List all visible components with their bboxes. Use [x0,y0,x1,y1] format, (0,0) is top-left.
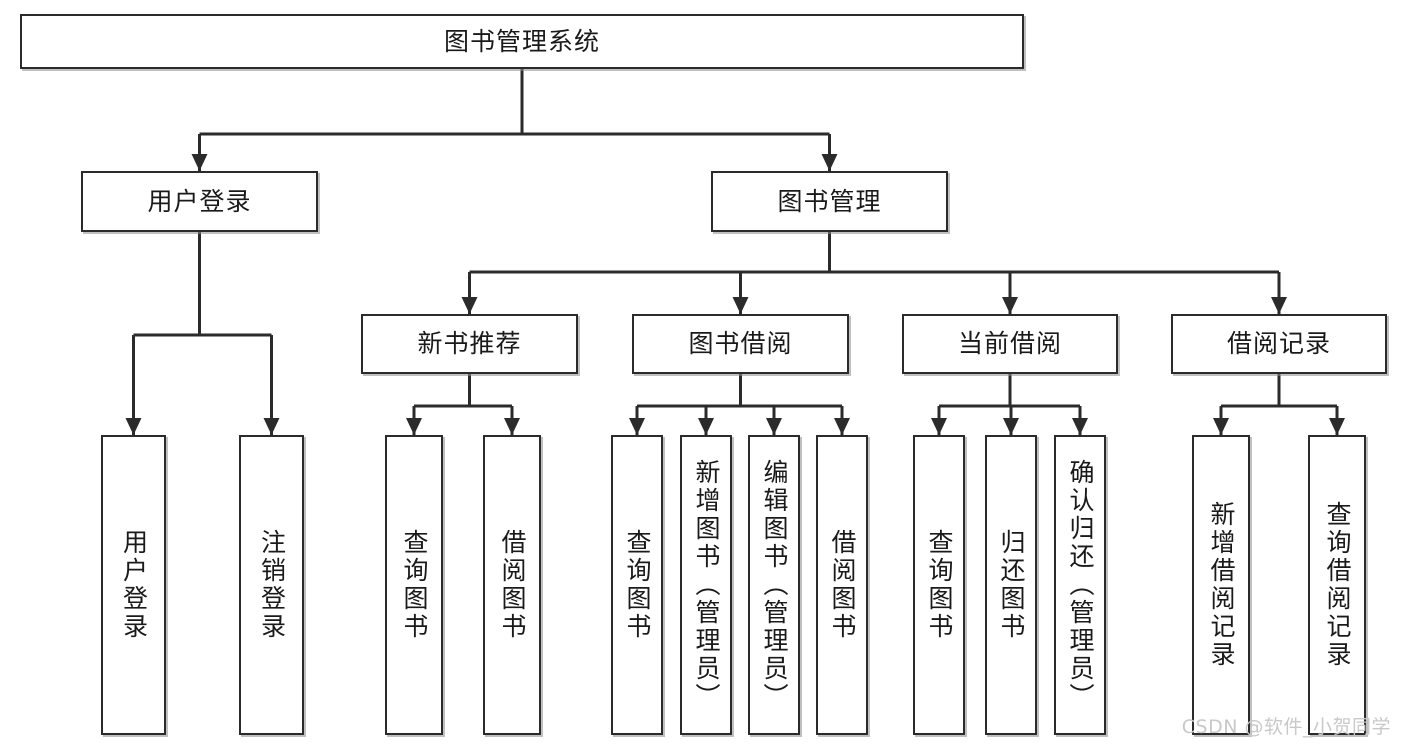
node-label: 图书借阅 [688,329,793,359]
node-label: 查询图书 [623,529,652,641]
node-leaf-cur-confirm[interactable]: 确认归还（管理员） [1054,435,1106,735]
connector-arrowhead [263,418,280,435]
connector-arrowhead [698,418,714,435]
node-label: 图书管理 [777,186,882,216]
connector-arrowhead [766,418,782,435]
node-leaf-borrow-query[interactable]: 查询图书 [611,435,663,735]
connector-arrowhead [1072,418,1088,435]
connector-arrowhead [931,418,947,435]
node-leaf-rec-query[interactable]: 查询借阅记录 [1308,435,1366,735]
node-newbook[interactable]: 新书推荐 [361,314,578,374]
node-label: 编辑图书（管理员） [760,459,789,711]
connector-arrowhead [406,418,422,435]
node-leaf-user-logout[interactable]: 注销登录 [239,435,304,735]
node-leaf-new-borrow[interactable]: 借阅图书 [483,435,541,735]
node-label: 查询借阅记录 [1323,501,1352,669]
node-borrow[interactable]: 图书借阅 [632,314,849,374]
node-records[interactable]: 借阅记录 [1171,314,1387,374]
node-leaf-user-login[interactable]: 用户登录 [101,435,166,735]
node-bookmgmt[interactable]: 图书管理 [711,171,948,232]
connector-arrowhead [1213,418,1229,435]
node-leaf-borrow-add[interactable]: 新增图书（管理员） [680,435,732,735]
node-label: 图书管理系统 [443,26,600,56]
node-label: 归还图书 [997,529,1026,641]
node-current[interactable]: 当前借阅 [902,314,1118,374]
node-label: 注销登录 [257,529,287,641]
connector-arrowhead [1329,418,1345,435]
connector-arrowhead [125,418,142,435]
node-leaf-cur-return[interactable]: 归还图书 [985,435,1037,735]
connector-arrowhead [1271,297,1287,314]
node-label: 查询图书 [400,529,429,641]
watermark: CSDN @软件_小贺同学 [1181,716,1391,738]
connector-arrowhead [461,297,478,314]
connector-arrowhead [504,418,520,435]
connector-arrowhead [629,418,645,435]
node-label: 新增图书（管理员） [692,459,721,711]
node-label: 确认归还（管理员） [1066,459,1095,711]
node-leaf-new-query[interactable]: 查询图书 [385,435,443,735]
connector-arrowhead [821,154,838,171]
node-leaf-cur-query[interactable]: 查询图书 [913,435,965,735]
connector-arrowhead [834,418,850,435]
node-label: 借阅记录 [1226,329,1331,359]
node-label: 新增借阅记录 [1207,501,1236,669]
node-label: 查询图书 [925,529,954,641]
node-leaf-borrow-do[interactable]: 借阅图书 [816,435,868,735]
node-label: 新书推荐 [417,329,522,359]
connector-arrowhead [191,154,208,171]
node-root[interactable]: 图书管理系统 [20,14,1024,69]
node-login[interactable]: 用户登录 [81,171,318,232]
connector-arrowhead [732,297,749,314]
connector-arrowhead [1002,297,1018,314]
node-leaf-borrow-edit[interactable]: 编辑图书（管理员） [748,435,800,735]
node-label: 当前借阅 [957,329,1062,359]
node-leaf-rec-add[interactable]: 新增借阅记录 [1192,435,1250,735]
node-label: 借阅图书 [498,529,527,641]
node-label: 借阅图书 [828,529,857,641]
connector-arrowhead [1003,418,1019,435]
node-label: 用户登录 [147,186,252,216]
node-label: 用户登录 [119,529,149,641]
